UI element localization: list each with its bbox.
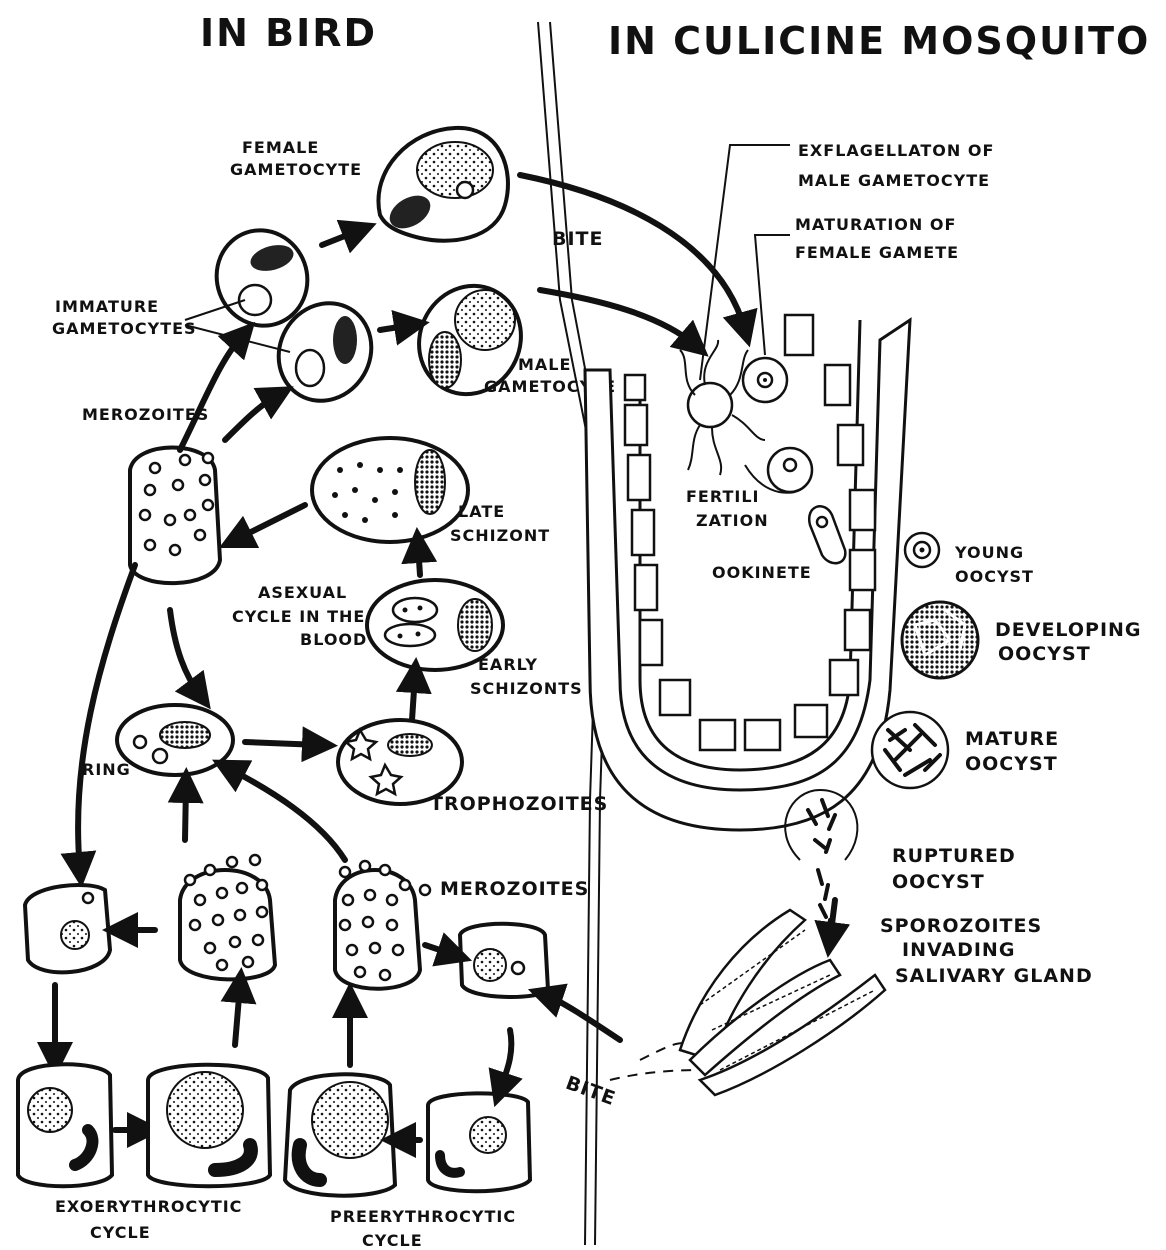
merozoites-cluster-top <box>130 448 220 584</box>
label-late-2: SCHIZONT <box>450 526 550 545</box>
label-exo-2: CYCLE <box>90 1223 151 1242</box>
label-bite-bottom: BITE <box>563 1072 619 1110</box>
label-early-1: EARLY <box>478 655 538 674</box>
exo-cell-top <box>25 885 110 972</box>
label-merozoites-bottom: MEROZOITES <box>440 878 589 900</box>
label-mature-2: OOCYST <box>965 753 1058 775</box>
label-young-2: OOCYST <box>955 567 1034 586</box>
label-exo-1: EXOERYTHROCYTIC <box>55 1197 242 1216</box>
label-sporo-2: INVADING <box>902 939 1015 961</box>
label-late-1: LATE <box>458 502 505 521</box>
label-maturation-2: FEMALE GAMETE <box>795 243 959 262</box>
heading-in-mosquito: IN CULICINE MOSQUITO <box>608 19 1150 63</box>
label-developing-2: OOCYST <box>998 643 1091 665</box>
label-male-1: MALE <box>518 355 571 374</box>
exflagellation-cell <box>680 340 765 475</box>
label-young-1: YOUNG <box>954 543 1024 562</box>
mature-oocyst <box>872 712 948 788</box>
label-bite-top: BITE <box>552 228 604 250</box>
developing-oocyst <box>902 602 978 678</box>
label-pre-2: CYCLE <box>362 1231 423 1250</box>
female-gametocyte-cell <box>378 128 508 241</box>
label-trophozoites: TROPHOZOITES <box>430 793 608 815</box>
label-merozoites-top: MEROZOITES <box>82 405 209 424</box>
label-immature-1: IMMATURE <box>55 297 159 316</box>
label-mature-1: MATURE <box>965 728 1059 750</box>
salivary-gland <box>680 910 885 1095</box>
merozoites-cluster-bottom <box>335 861 430 989</box>
label-asexual-3: BLOOD <box>300 630 367 649</box>
label-developing-1: DEVELOPING <box>995 619 1142 641</box>
label-exflag-1: EXFLAGELLATON OF <box>798 141 994 160</box>
heading-in-bird: IN BIRD <box>200 11 377 55</box>
label-female-gametocyte-1: FEMALE <box>242 138 319 157</box>
label-immature-2: GAMETOCYTES <box>52 319 197 338</box>
label-sporo-1: SPOROZOITES <box>880 915 1042 937</box>
ring-cell <box>117 705 233 775</box>
label-asexual-2: CYCLE IN THE <box>232 607 365 626</box>
arrow-merozoites-to-exo <box>78 565 135 870</box>
young-oocyst <box>905 533 939 567</box>
pre-cell-bottom-left <box>285 1074 395 1195</box>
label-fertil-2: ZATION <box>696 511 769 530</box>
pre-cell-bottom-right <box>428 1093 530 1191</box>
merozoites-cluster-middle <box>180 855 275 979</box>
arrow-immature-to-male <box>380 325 412 330</box>
label-fertil-1: FERTILI <box>686 487 759 506</box>
exo-cell-bottom-right <box>148 1065 270 1187</box>
label-ruptured-1: RUPTURED <box>892 845 1016 867</box>
late-schizont-cell <box>312 438 468 542</box>
label-ring: RING <box>82 760 131 779</box>
arrow-immature-to-female <box>322 230 360 245</box>
label-ruptured-2: OOCYST <box>892 871 985 893</box>
trophozoite-cell <box>338 720 462 804</box>
female-gamete-cell <box>743 358 787 402</box>
label-pre-1: PREERYTHROCYTIC <box>330 1207 516 1226</box>
label-early-2: SCHIZONTS <box>470 679 583 698</box>
exo-cell-bottom-left <box>18 1064 112 1186</box>
arrow-female-to-mosquito <box>520 175 745 330</box>
label-female-gametocyte-2: GAMETOCYTE <box>230 160 362 179</box>
label-sporo-3: SALIVARY GLAND <box>895 965 1093 987</box>
label-maturation-1: MATURATION OF <box>795 215 956 234</box>
label-exflag-2: MALE GAMETOCYTE <box>798 171 990 190</box>
label-asexual-1: ASEXUAL <box>258 583 347 602</box>
ookinete-cell <box>809 506 845 563</box>
label-ookinete: OOKINETE <box>712 563 812 582</box>
pre-cell-top <box>460 924 548 997</box>
